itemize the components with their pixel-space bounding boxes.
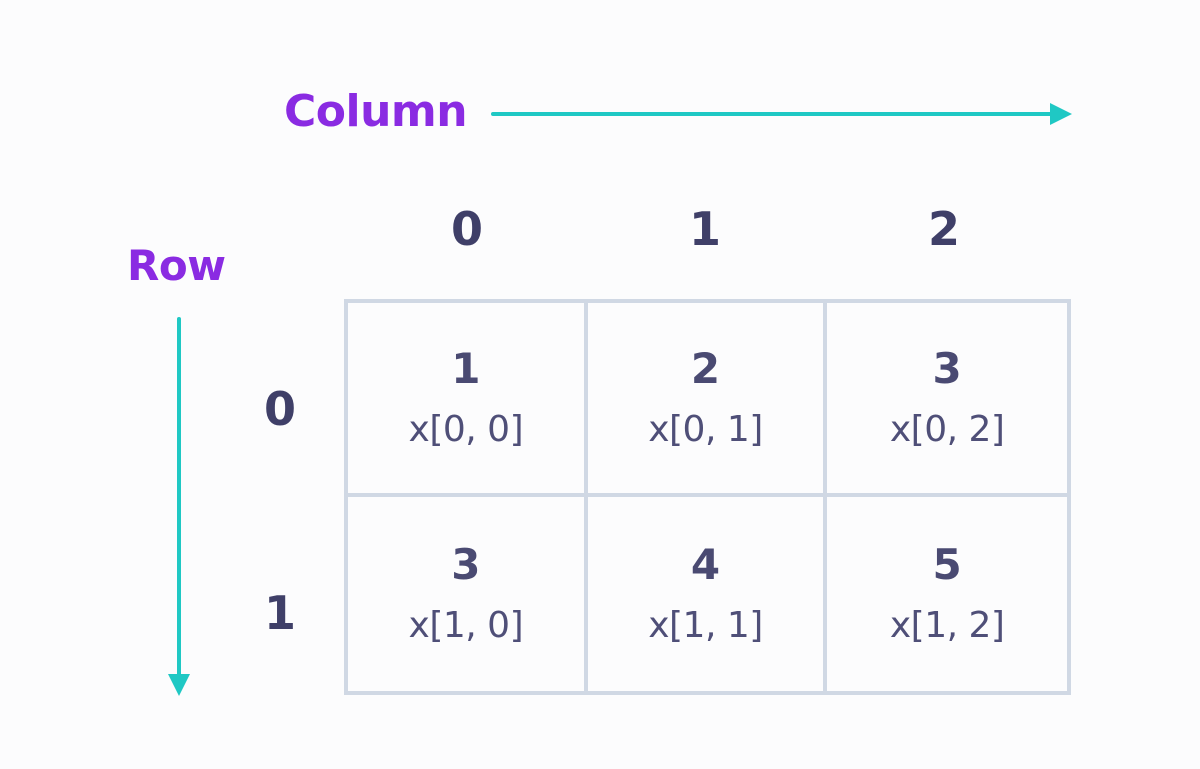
grid-cell-1-2: 5 x[1, 2] [827,497,1067,691]
cell-value: 2 [690,344,721,393]
row-index-0: 0 [263,382,296,436]
column-axis-title: Column [284,86,468,137]
cell-value: 3 [932,344,962,393]
grid-cell-1-0: 3 x[1, 0] [348,497,588,691]
cell-index-label: x[1, 2] [889,605,1005,646]
grid-cell-1-1: 4 x[1, 1] [588,497,828,691]
cell-index-label: x[1, 0] [408,605,524,646]
cell-index-label: x[0, 0] [408,409,524,450]
cell-value: 4 [690,540,721,589]
array-grid: 1 x[0, 0] 2 x[0, 1] 3 x[0, 2] 3 x[1, 0] … [344,299,1071,695]
row-index-1: 1 [263,586,296,640]
column-index-1: 1 [688,202,721,256]
cell-value: 5 [932,540,962,589]
row-axis-title: Row [127,241,226,290]
cell-value: 3 [451,540,481,589]
column-index-0: 0 [450,202,483,256]
grid-cell-0-1: 2 x[0, 1] [587,303,828,497]
cell-value: 1 [451,344,481,393]
cell-index-label: x[0, 2] [889,409,1005,450]
grid-cell-0-2: 3 x[0, 2] [827,303,1067,497]
column-direction-arrow-icon [491,103,1072,125]
column-index-2: 2 [927,202,960,256]
cell-index-label: x[1, 1] [648,605,763,646]
grid-cell-0-0: 1 x[0, 0] [348,303,588,497]
cell-index-label: x[0, 1] [648,409,763,450]
row-direction-arrow-icon [168,317,190,696]
